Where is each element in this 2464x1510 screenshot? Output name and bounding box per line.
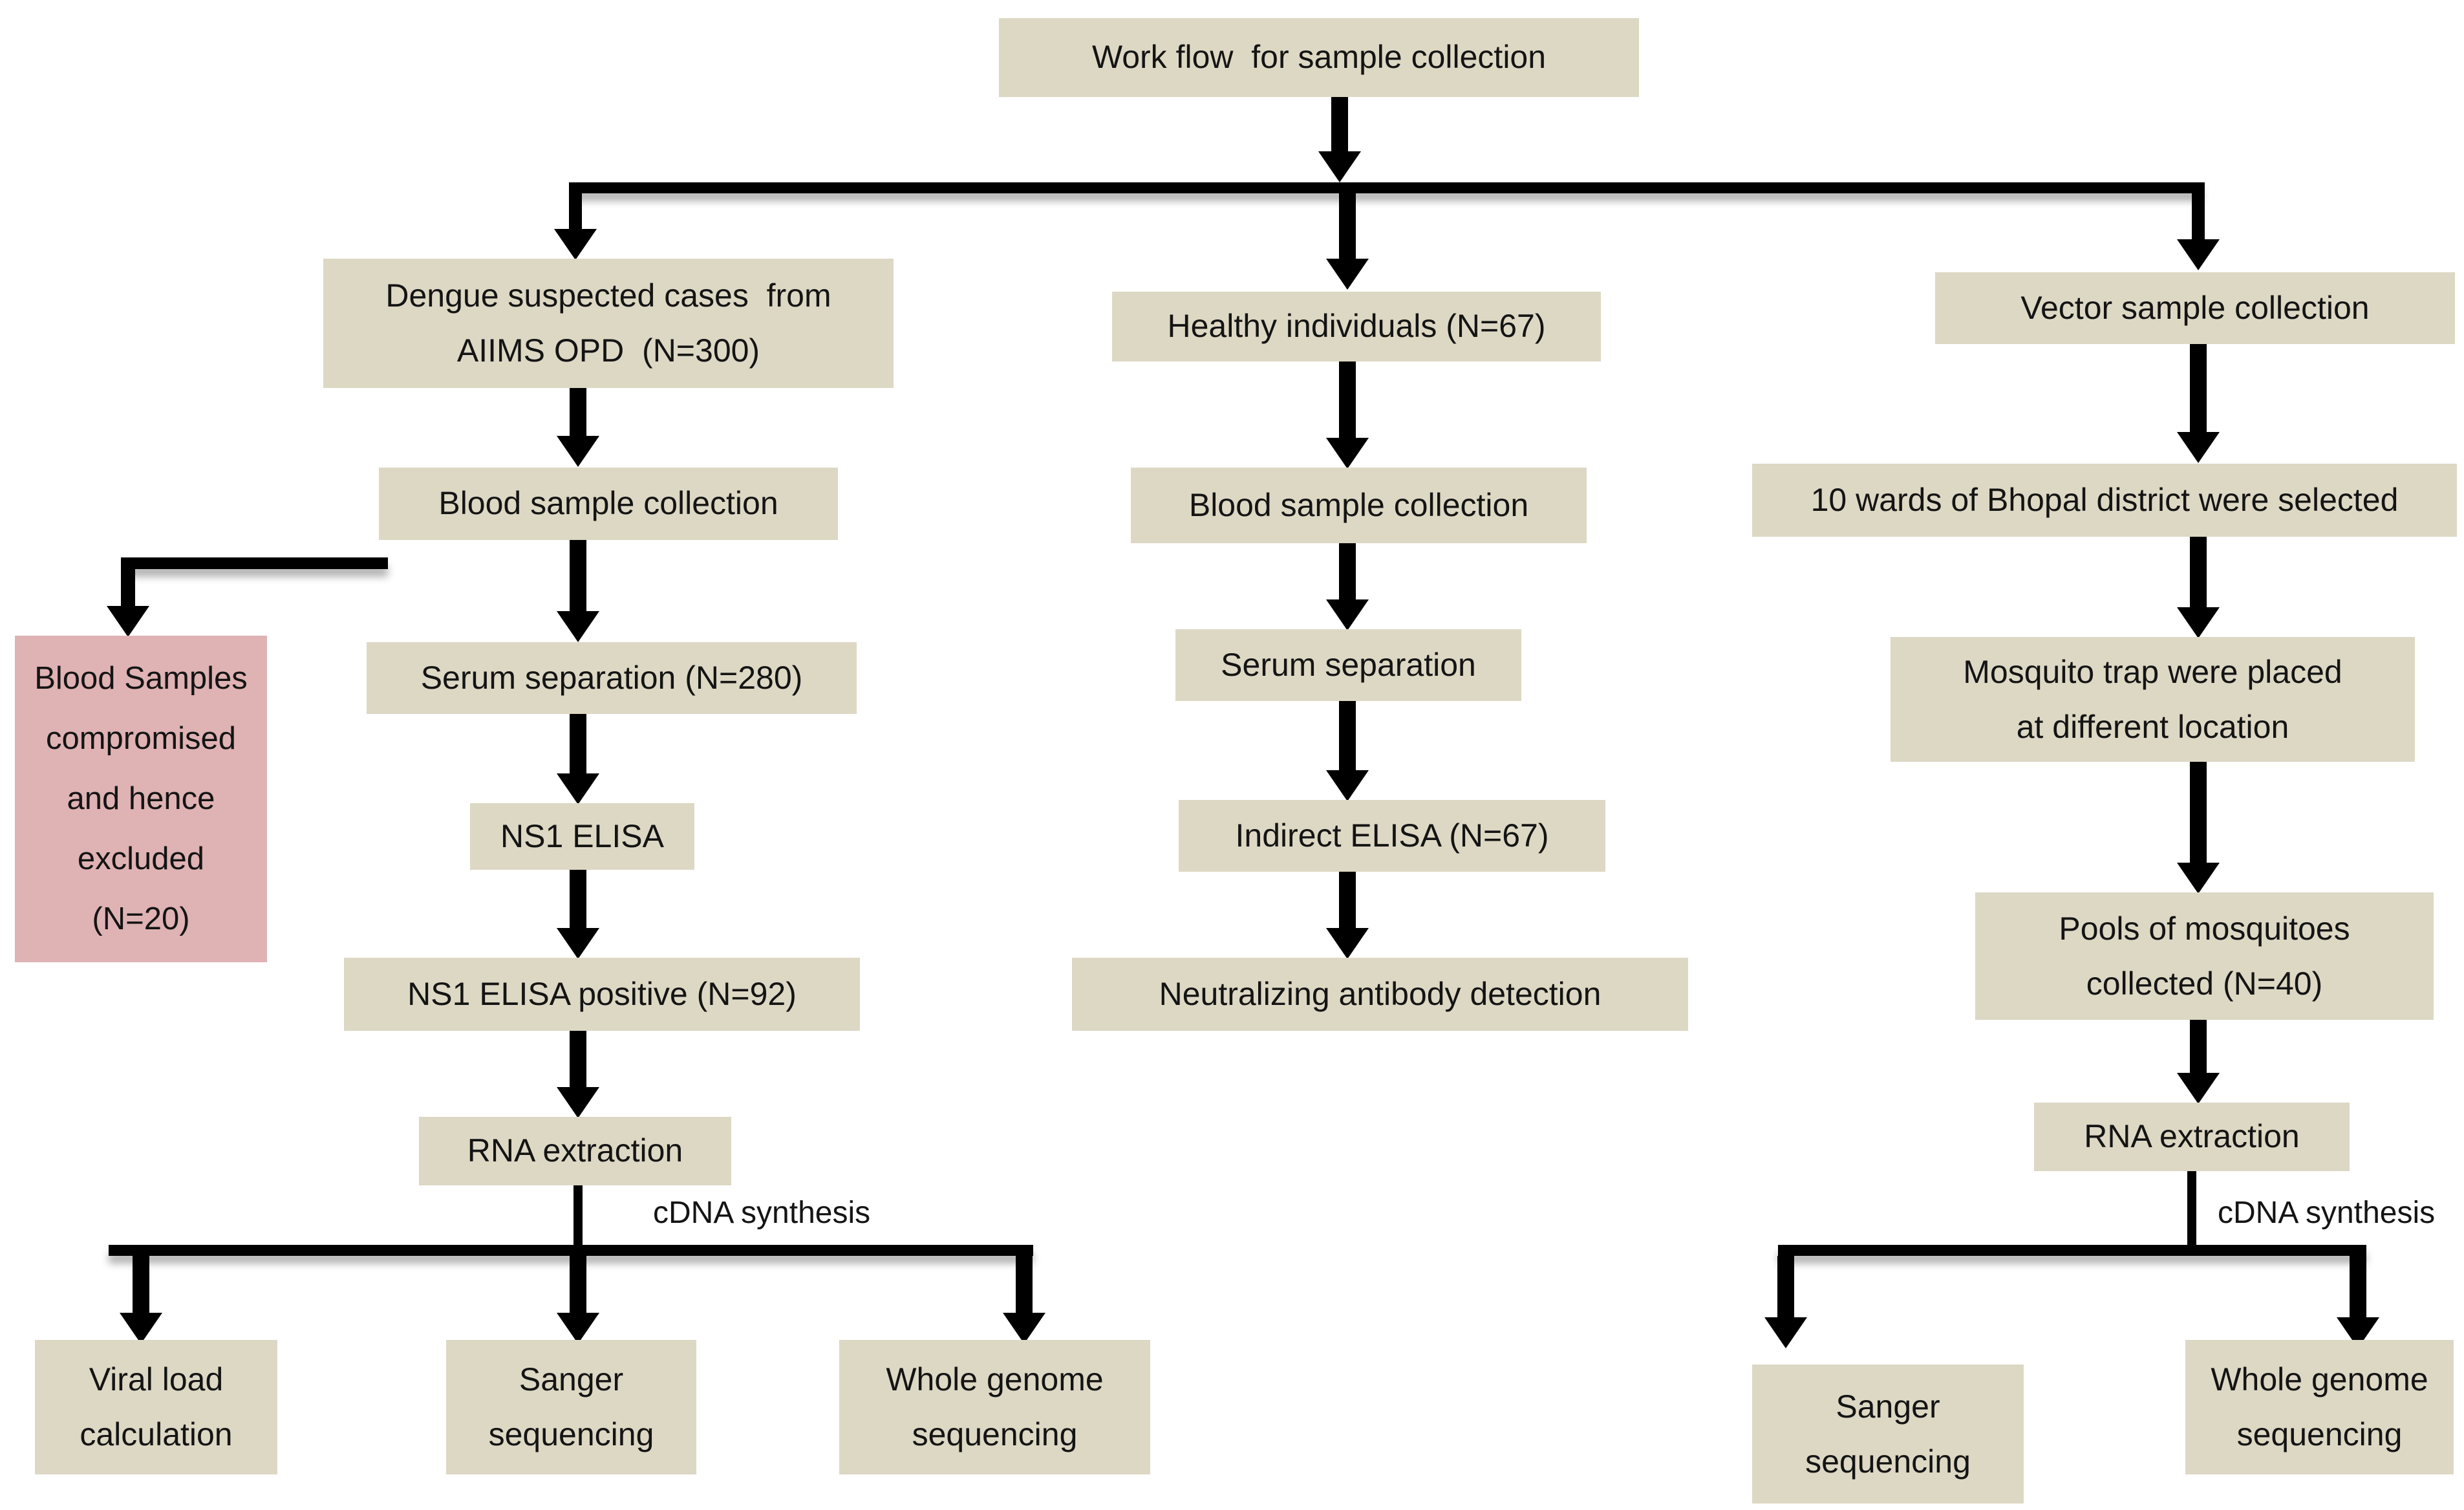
arrow-shaft xyxy=(570,388,586,436)
arrow-head xyxy=(2177,239,2220,270)
node-sanger-sequencing-vector: Sanger sequencing xyxy=(1752,1364,2024,1504)
node-serum-separation-patients: Serum separation (N=280) xyxy=(367,642,857,714)
arrow-head xyxy=(557,1087,599,1118)
excluded-connector-line xyxy=(128,557,388,569)
node-bhopal-wards-selected: 10 wards of Bhopal district were selecte… xyxy=(1752,464,2457,537)
arrow-head xyxy=(107,606,149,637)
arrow-head xyxy=(2177,432,2220,463)
node-whole-genome-sequencing-patients: Whole genome sequencing xyxy=(839,1340,1150,1474)
arrow-shaft xyxy=(2190,762,2207,863)
arrow-shaft xyxy=(1331,97,1348,154)
arrow-head xyxy=(1326,928,1369,959)
arrow-head xyxy=(1326,438,1369,469)
arrow-shaft xyxy=(1339,701,1356,770)
node-indirect-elisa: Indirect ELISA (N=67) xyxy=(1179,800,1605,872)
arrow-head xyxy=(1318,151,1361,182)
arrow-head xyxy=(554,229,597,260)
node-blood-samples-excluded: Blood Samples compromised and hence excl… xyxy=(15,636,267,962)
arrow-shaft xyxy=(569,182,582,229)
node-whole-genome-sequencing-vector: Whole genome sequencing xyxy=(2185,1340,2454,1474)
arrow-shaft xyxy=(1339,872,1356,928)
node-serum-separation-healthy: Serum separation xyxy=(1175,629,1521,701)
branch-distribution-line xyxy=(575,182,2202,193)
node-neutralizing-antibody-detection: Neutralizing antibody detection xyxy=(1072,958,1688,1031)
arrow-shaft xyxy=(2190,1020,2207,1073)
node-blood-sample-collection-patients: Blood sample collection xyxy=(379,468,838,540)
node-healthy-individuals: Healthy individuals (N=67) xyxy=(1112,292,1601,361)
node-mosquito-pools-collected: Pools of mosquitoes collected (N=40) xyxy=(1975,892,2434,1020)
arrow-head xyxy=(557,1313,599,1344)
arrow-shaft xyxy=(2192,182,2205,239)
node-dengue-suspected-cases: Dengue suspected cases from AIIMS OPD (N… xyxy=(323,259,894,388)
node-rna-extraction-patients: RNA extraction xyxy=(419,1117,731,1185)
node-ns1-elisa-positive: NS1 ELISA positive (N=92) xyxy=(344,958,860,1031)
arrow-shaft xyxy=(570,540,586,611)
arrow-shaft xyxy=(133,1256,149,1313)
node-blood-sample-collection-healthy: Blood sample collection xyxy=(1131,468,1587,543)
arrow-head xyxy=(1003,1313,1045,1344)
node-ns1-elisa: NS1 ELISA xyxy=(470,803,694,870)
arrow-head xyxy=(557,436,599,467)
fanout-line-patients xyxy=(109,1245,1033,1256)
arrow-head xyxy=(557,928,599,959)
arrow-shaft xyxy=(121,557,135,606)
arrow-head xyxy=(557,773,599,804)
node-mosquito-trap-placed: Mosquito trap were placed at different l… xyxy=(1891,637,2415,762)
arrow-shaft xyxy=(1777,1256,1794,1317)
cdna-synthesis-label-patients: cDNA synthesis xyxy=(653,1196,871,1230)
arrow-shaft xyxy=(1339,361,1356,438)
node-viral-load-calculation: Viral load calculation xyxy=(35,1340,277,1474)
arrow-head xyxy=(2177,1073,2220,1104)
fanout-line-vector xyxy=(1778,1245,2366,1256)
cdna-synthesis-label-vector: cDNA synthesis xyxy=(2218,1196,2436,1230)
arrow-head xyxy=(2177,607,2220,638)
cdna-stem-line xyxy=(573,1185,583,1245)
arrow-head xyxy=(1326,259,1369,290)
arrow-shaft xyxy=(570,1031,586,1087)
arrow-shaft xyxy=(570,870,586,928)
node-workflow-title: Work flow for sample collection xyxy=(999,18,1639,97)
arrow-head xyxy=(557,611,599,642)
arrow-shaft xyxy=(2190,344,2207,432)
arrow-shaft xyxy=(2350,1256,2366,1317)
arrow-head xyxy=(2177,863,2220,894)
arrow-head xyxy=(1764,1317,1807,1348)
arrow-head xyxy=(1326,770,1369,801)
node-sanger-sequencing-patients: Sanger sequencing xyxy=(446,1340,696,1474)
arrow-shaft xyxy=(570,714,586,773)
arrow-shaft xyxy=(570,1256,586,1313)
arrow-head xyxy=(120,1313,162,1344)
arrow-shaft xyxy=(2190,537,2207,607)
cdna-stem-line xyxy=(2187,1171,2196,1245)
arrow-head xyxy=(1326,599,1369,631)
node-vector-sample-collection: Vector sample collection xyxy=(1935,272,2455,344)
arrow-shaft xyxy=(1016,1256,1033,1313)
node-rna-extraction-vector: RNA extraction xyxy=(2034,1103,2350,1171)
arrow-shaft xyxy=(1339,543,1356,599)
arrow-shaft xyxy=(1339,193,1356,259)
